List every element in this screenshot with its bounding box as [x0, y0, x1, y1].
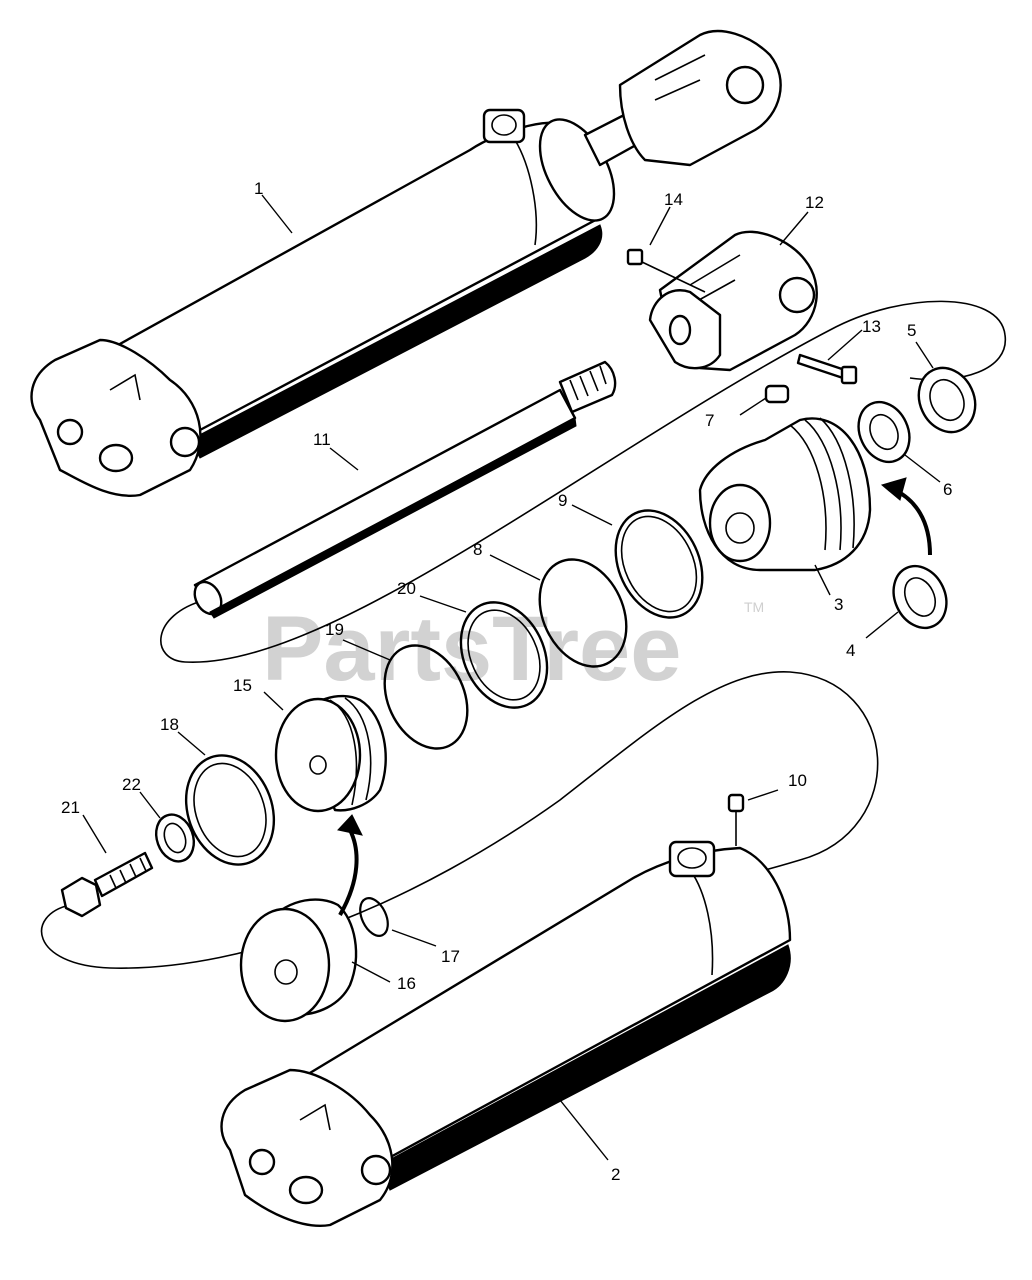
watermark-trademark: TM [744, 599, 764, 615]
part-14-nut[interactable] [626, 248, 706, 293]
callout-18: 18 [160, 715, 179, 734]
callout-7: 7 [705, 411, 714, 430]
assembly-loop-upper [160, 300, 1006, 663]
callout-8: 8 [473, 540, 482, 559]
part-17-o-ring[interactable] [355, 894, 394, 940]
part-1-cylinder-assembly[interactable] [30, 29, 782, 497]
callout-3: 3 [834, 595, 843, 614]
part-20-ring[interactable] [445, 588, 564, 722]
callout-20: 20 [397, 579, 416, 598]
assembly-loop-lower [40, 671, 879, 969]
part-15-piston[interactable] [274, 694, 387, 813]
part-5-ring[interactable] [909, 359, 986, 442]
watermark-brand: PartsTree [262, 598, 681, 700]
callout-6: 6 [943, 480, 952, 499]
part-16-piston[interactable] [239, 898, 358, 1023]
part-4-ring[interactable] [884, 557, 956, 636]
watermark: PartsTree TM [262, 598, 764, 700]
callout-1: 1 [254, 179, 263, 198]
callout-21: 21 [61, 798, 80, 817]
callout-11: 11 [313, 430, 331, 449]
part-3-gland[interactable] [698, 417, 872, 572]
part-8-o-ring[interactable] [523, 545, 643, 680]
assembly-arrow-upper [880, 477, 932, 556]
part-19-o-ring[interactable] [369, 632, 484, 762]
part-2-cylinder-barrel[interactable] [220, 840, 792, 1227]
callout-4: 4 [846, 641, 855, 660]
callout-10: 10 [788, 771, 807, 790]
part-9-o-ring[interactable] [599, 496, 719, 631]
callout-14: 14 [664, 190, 683, 209]
callout-17: 17 [441, 947, 460, 966]
part-10-fitting[interactable] [727, 793, 745, 846]
assembly-arrow-lower [337, 814, 363, 916]
part-21-bolt[interactable] [60, 851, 154, 918]
callout-9: 9 [558, 491, 567, 510]
callout-13: 13 [862, 317, 881, 336]
part-7-plug[interactable] [764, 384, 790, 404]
callout-22: 22 [122, 775, 141, 794]
callout-labels: 1 2 3 4 5 6 7 8 9 10 11 12 13 14 15 16 1… [61, 179, 952, 1184]
callout-12: 12 [805, 193, 824, 212]
callout-5: 5 [907, 321, 916, 340]
part-11-piston-rod[interactable] [189, 360, 617, 619]
callout-16: 16 [397, 974, 416, 993]
callout-19: 19 [325, 620, 344, 639]
part-6-seal[interactable] [849, 394, 919, 470]
part-18-ring[interactable] [171, 743, 288, 877]
part-13-bolt[interactable] [796, 353, 858, 385]
callout-2: 2 [611, 1165, 620, 1184]
leader-lines [82, 194, 941, 1161]
part-22-washer[interactable] [150, 809, 200, 866]
callout-15: 15 [233, 676, 252, 695]
part-12-clevis[interactable] [648, 230, 818, 372]
